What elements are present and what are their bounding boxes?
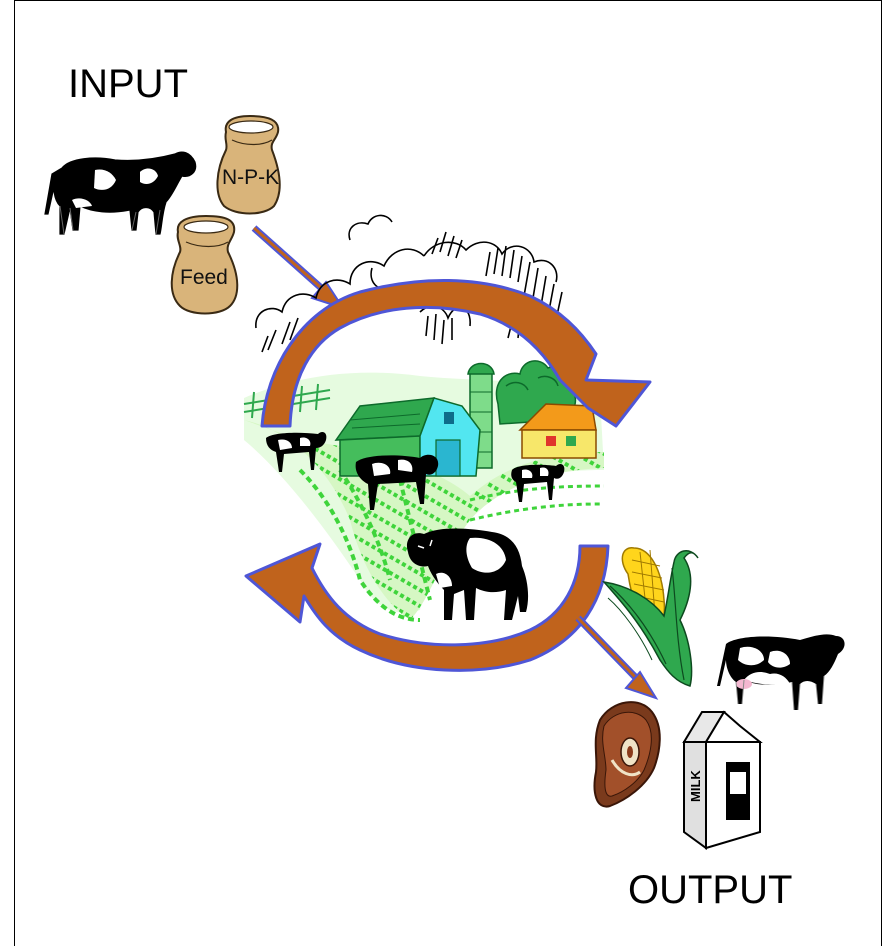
fertilizer-sack-icon: N-P-K: [216, 114, 281, 215]
milk-carton-label: MILK: [688, 770, 703, 802]
steak-icon: [593, 701, 661, 808]
scene-cow-center-icon: [355, 454, 439, 510]
fertilizer-sack-label: N-P-K: [222, 166, 279, 189]
feed-sack-label: Feed: [180, 266, 228, 289]
scene-cow-left-icon: [266, 432, 327, 472]
diagram-frame: [14, 0, 882, 946]
output-title: OUTPUT: [628, 868, 793, 912]
milk-carton-icon: MILK: [682, 710, 763, 850]
input-title: INPUT: [68, 62, 188, 106]
output-arrow: [575, 615, 659, 700]
feed-sack-icon: Feed: [170, 214, 239, 315]
input-arrow: [251, 225, 346, 310]
input-cow-icon: [44, 151, 197, 235]
sky-scribble-icon: [255, 214, 563, 353]
output-cow-icon: [717, 634, 845, 711]
cycle-arrow-top: [260, 279, 652, 428]
cycle-arrow-bottom: [244, 542, 610, 672]
scene-cow-foreground-icon: [406, 528, 529, 620]
corn-icon: [602, 547, 699, 687]
scene-cow-right-icon: [511, 464, 565, 502]
